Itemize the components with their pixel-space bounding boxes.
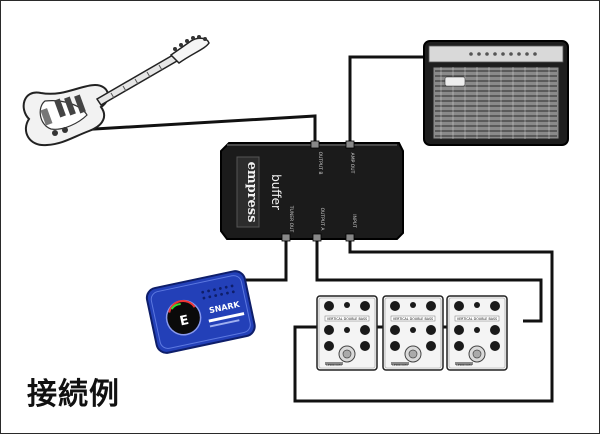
jack-tuner-out bbox=[281, 233, 291, 242]
cable-outputA-to-pedals bbox=[315, 235, 543, 323]
jack-label-output-b: OUTPUT B bbox=[317, 152, 323, 175]
cable-pedal-return bbox=[293, 235, 554, 403]
pedal-chain: VERTICAL DOUBLE BASS LEDROOM VERTICAL DO… bbox=[316, 295, 508, 371]
effect-pedal-3: VERTICAL DOUBLE BASS LEDROOM bbox=[446, 295, 508, 371]
jack-output-b bbox=[310, 140, 320, 149]
electric-guitar bbox=[22, 35, 210, 147]
effect-pedal-1: VERTICAL DOUBLE BASS LEDROOM bbox=[316, 295, 378, 371]
guitar-amp bbox=[423, 40, 569, 146]
jack-label-tuner-out: TUNER OUT bbox=[288, 205, 294, 233]
cable-buffer-to-tuner bbox=[245, 235, 288, 282]
pedal-2-footer: LEDROOM bbox=[392, 363, 408, 367]
tuner-note-readout: E bbox=[178, 313, 190, 330]
amp-logo-plate bbox=[444, 76, 466, 87]
jack-input bbox=[345, 233, 355, 242]
buffer-model-label: buffer bbox=[269, 174, 283, 210]
pedal-3-name: VERTICAL DOUBLE BASS bbox=[457, 317, 497, 321]
pedal-3-footer: LEDROOM bbox=[456, 363, 472, 367]
buffer-unit: empress buffer OUTPUT B AMP OUT TUNER OU… bbox=[220, 140, 404, 242]
cables bbox=[60, 55, 554, 403]
tuner-unit: E SNARK bbox=[145, 270, 256, 354]
cable-guitar-to-buffer bbox=[60, 114, 317, 147]
pedal-2-name: VERTICAL DOUBLE BASS bbox=[393, 317, 433, 321]
cable-buffer-to-amp bbox=[348, 55, 431, 147]
buffer-brand-label: empress bbox=[244, 162, 259, 223]
jack-label-output-a: OUTPUT A bbox=[319, 208, 325, 232]
diagram-caption: 接続例 bbox=[27, 377, 120, 412]
pedal-1-name: VERTICAL DOUBLE BASS bbox=[327, 317, 367, 321]
jack-label-amp-out: AMP OUT bbox=[349, 153, 355, 174]
effect-pedal-2: VERTICAL DOUBLE BASS LEDROOM bbox=[382, 295, 444, 371]
pedal-1-footer: LEDROOM bbox=[326, 363, 342, 367]
jack-label-input: INPUT bbox=[351, 214, 357, 228]
jack-output-a bbox=[312, 233, 322, 242]
jack-amp-out bbox=[345, 140, 355, 149]
